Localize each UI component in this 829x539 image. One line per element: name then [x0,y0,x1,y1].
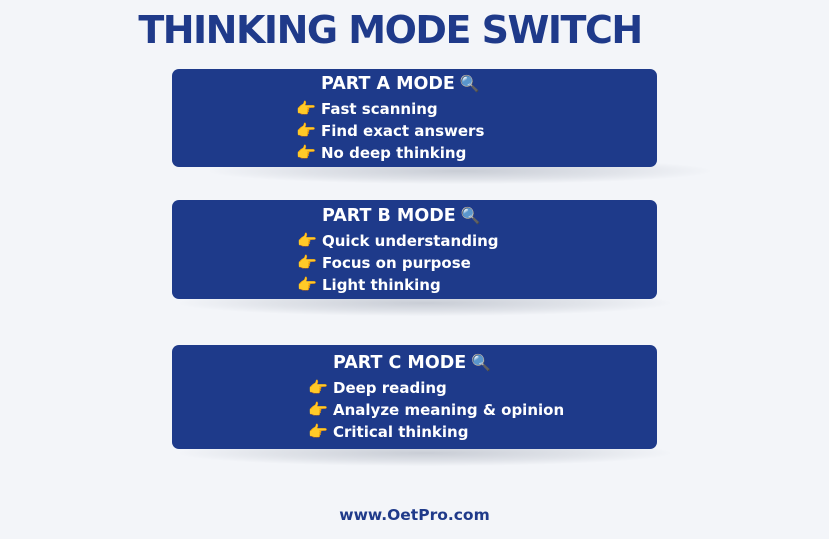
card-title-text: PART C MODE [333,353,467,373]
magnifying-glass-icon: 🔍 [459,74,480,93]
pointing-hand-icon: 👉 [296,99,316,118]
list-item: 👉 No deep thinking [296,144,466,162]
list-item-text: Analyze meaning & opinion [333,401,565,419]
card-title: PART B MODE🔍 [322,206,481,226]
list-item-text: Quick understanding [322,232,499,250]
card-part-c: PART C MODE🔍 👉 Deep reading 👉 Analyze mean… [172,345,657,449]
page-title: THINKING MODE SWITCH [138,8,643,52]
card-part-b: PART B MODE🔍 👉 Quick understanding 👉 Focus… [172,200,657,299]
pointing-hand-icon: 👉 [297,231,317,250]
list-item: 👉 Find exact answers [296,122,484,140]
footer-website: www.OetPro.com [339,506,490,524]
magnifying-glass-icon: 🔍 [471,353,492,372]
list-item-text: Find exact answers [321,122,485,140]
list-item: 👉 Fast scanning [296,100,438,118]
pointing-hand-icon: 👉 [308,378,328,397]
card-part-a: PART A MODE🔍 👉 Fast scanning 👉 Find exact … [172,69,657,167]
card-title: PART A MODE🔍 [321,74,480,94]
card-title-text: PART B MODE [322,206,456,226]
card-title-text: PART A MODE [321,74,455,94]
list-item-text: No deep thinking [321,144,467,162]
pointing-hand-icon: 👉 [296,143,316,162]
pointing-hand-icon: 👉 [297,275,317,294]
list-item: 👉 Light thinking [297,276,441,294]
card-title: PART C MODE🔍 [333,353,491,373]
pointing-hand-icon: 👉 [308,400,328,419]
magnifying-glass-icon: 🔍 [460,206,481,225]
list-item: 👉 Critical thinking [308,423,468,441]
list-item: 👉 Focus on purpose [297,254,471,272]
list-item-text: Fast scanning [321,100,438,118]
pointing-hand-icon: 👉 [308,422,328,441]
list-item-text: Deep reading [333,379,447,397]
list-item-text: Light thinking [322,276,441,294]
list-item-text: Focus on purpose [322,254,471,272]
list-item: 👉 Quick understanding [297,232,499,250]
list-item: 👉 Analyze meaning & opinion [308,401,564,419]
list-item: 👉 Deep reading [308,379,447,397]
pointing-hand-icon: 👉 [297,253,317,272]
list-item-text: Critical thinking [333,423,469,441]
pointing-hand-icon: 👉 [296,121,316,140]
